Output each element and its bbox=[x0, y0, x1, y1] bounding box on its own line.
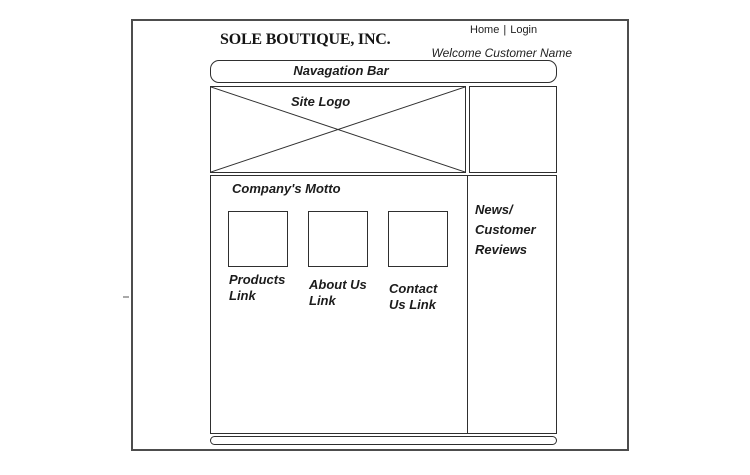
news-reviews-label: News/ Customer Reviews bbox=[475, 202, 536, 257]
link-separator: | bbox=[503, 24, 507, 36]
content-column-divider bbox=[466, 176, 468, 433]
about-us-link-label[interactable]: About Us Link bbox=[309, 277, 367, 308]
company-title: SOLE BOUTIQUE, INC. bbox=[220, 31, 391, 48]
login-link[interactable]: Login bbox=[510, 24, 538, 36]
stray-mark bbox=[123, 296, 129, 298]
welcome-message: Welcome Customer Name bbox=[431, 46, 572, 60]
navigation-bar[interactable]: Navagation Bar bbox=[210, 60, 557, 83]
image-placeholder-x-icon bbox=[211, 87, 465, 172]
top-nav-links: Home | Login bbox=[470, 24, 570, 36]
contact-us-link-box[interactable] bbox=[388, 211, 448, 267]
site-logo-label: Site Logo bbox=[287, 94, 355, 110]
company-motto-label: Company's Motto bbox=[232, 181, 341, 196]
navigation-bar-label: Navagation Bar bbox=[293, 63, 389, 78]
home-link[interactable]: Home bbox=[470, 24, 500, 36]
site-logo-placeholder: Site Logo bbox=[210, 86, 466, 173]
about-us-link-box[interactable] bbox=[308, 211, 368, 267]
footer-bar bbox=[210, 436, 557, 445]
products-link-label[interactable]: Products Link bbox=[229, 272, 286, 303]
products-link-box[interactable] bbox=[228, 211, 288, 267]
contact-us-link-label[interactable]: Contact Us Link bbox=[389, 281, 438, 312]
header-side-box bbox=[469, 86, 557, 173]
